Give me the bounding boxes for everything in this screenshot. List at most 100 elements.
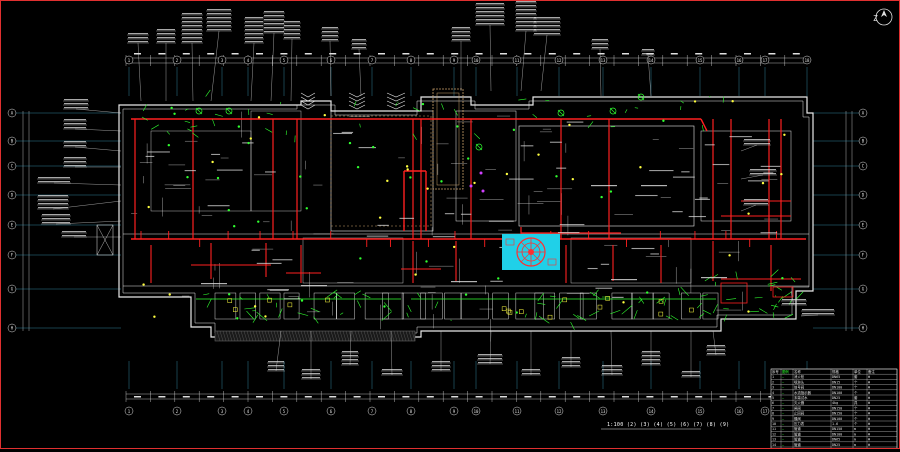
callout-top-text <box>128 33 148 34</box>
callout-bottom-text <box>707 349 725 350</box>
branch-pipe-north <box>185 121 190 122</box>
callout-top-text <box>157 41 175 42</box>
sprinkler-head <box>169 293 171 295</box>
inline-annotation <box>272 259 292 260</box>
callout-right-text <box>782 303 806 304</box>
callout-left-text <box>62 235 86 236</box>
sprinkler-head <box>780 173 782 175</box>
inline-annotation <box>673 177 695 178</box>
legend-cell: 5 <box>772 396 774 400</box>
sprinkler-head <box>238 125 240 127</box>
grid-label-column: 12 <box>557 58 562 63</box>
legend-header-cell: 备注 <box>868 369 875 374</box>
dimension-text-mark <box>158 396 165 398</box>
sprinkler-head <box>406 165 408 167</box>
callout-top-text <box>264 27 284 28</box>
branch-pipe <box>334 295 338 299</box>
branch-pipe-east <box>773 312 774 317</box>
dimension-text-mark <box>378 396 385 398</box>
room-south <box>560 293 583 319</box>
branch-pipe-north <box>441 103 443 109</box>
callout-left-text <box>62 231 86 232</box>
sprinkler-head <box>349 142 351 144</box>
callout-right-text <box>782 299 806 300</box>
dimension-text-mark <box>402 53 409 55</box>
branch-pipe <box>639 297 644 304</box>
callout-top-leader <box>138 43 141 101</box>
branch-pipe-north <box>635 108 638 109</box>
callout-top-text <box>182 21 202 22</box>
callout-top-text <box>516 17 536 18</box>
callout-right-text <box>744 143 770 144</box>
callout-bottom-text <box>342 355 358 356</box>
callout-top-text <box>264 19 284 20</box>
callout-top-leader <box>271 33 274 101</box>
branch-pipe <box>278 309 282 318</box>
inline-annotation <box>632 248 655 249</box>
legend-cell: DN150 <box>832 427 842 431</box>
grid-label-column: 11 <box>515 409 520 414</box>
grid-label-column: 10 <box>474 58 479 63</box>
callout-right-text <box>802 309 834 310</box>
inline-annotation <box>556 168 566 169</box>
branch-pipe-east <box>699 313 704 317</box>
branch-pipe <box>408 305 411 312</box>
inline-annotation <box>509 179 533 180</box>
inline-annotation <box>399 218 414 219</box>
callout-top-text <box>284 33 300 34</box>
dimension-text-mark <box>280 396 287 398</box>
branch-pipe-north <box>167 131 170 134</box>
legend-cell: Φ <box>868 380 870 384</box>
sprinkler-head <box>456 125 458 127</box>
callout-bottom-leader <box>611 331 612 375</box>
room-south <box>493 293 509 319</box>
sprinkler-head <box>250 137 252 139</box>
callout-top-leader <box>521 31 526 91</box>
inline-annotation <box>146 156 155 157</box>
sprinkler-head <box>781 277 783 279</box>
callout-top-text <box>516 1 536 2</box>
branch-pipe-north <box>702 125 703 131</box>
inline-annotation <box>284 298 300 299</box>
legend-cell: m <box>854 427 856 431</box>
sprinkler-head <box>147 206 149 208</box>
branch-pipe-east <box>726 299 736 300</box>
legend-cell: 压力表 <box>794 421 805 426</box>
callout-top-text <box>642 53 654 54</box>
inline-annotation <box>567 122 584 123</box>
callout-top-text <box>642 49 654 50</box>
hydrant-box <box>659 312 663 316</box>
legend-cell: m <box>854 432 856 436</box>
dimension-text-mark <box>573 53 580 55</box>
sprinkler-head <box>153 316 155 318</box>
legend-cell: 6 <box>772 401 774 405</box>
grid-label-column: 10 <box>474 409 479 414</box>
callout-top-text <box>322 39 338 40</box>
branch-pipe <box>382 312 392 321</box>
callout-left-text <box>64 103 88 104</box>
room-south <box>337 293 355 319</box>
symbol-panel[interactable] <box>502 234 560 270</box>
dimension-text-mark <box>158 53 165 55</box>
grid-label-column: 12 <box>557 409 562 414</box>
branch-pipe-north <box>206 90 211 97</box>
callout-left-text <box>64 107 88 108</box>
dimension-text-mark <box>622 396 629 398</box>
dimension-text-mark <box>524 396 531 398</box>
inline-annotation <box>672 211 682 212</box>
dimension-text-mark <box>476 53 483 55</box>
callout-top-text <box>476 23 504 24</box>
legend-cell: DN150 <box>832 412 842 416</box>
dimension-text-mark <box>549 53 556 55</box>
legend-cell: 8 <box>772 412 774 416</box>
branch-pipe <box>664 300 665 306</box>
room-south <box>402 293 425 319</box>
branch-pipe <box>538 293 544 301</box>
legend-cell: DN25 <box>832 443 840 447</box>
callout-right-leader <box>741 205 756 211</box>
room-label <box>451 281 477 282</box>
branch-pipe <box>634 310 637 319</box>
legend-cell: Φ <box>868 406 870 410</box>
legend-cell: 闸阀 <box>794 405 801 410</box>
